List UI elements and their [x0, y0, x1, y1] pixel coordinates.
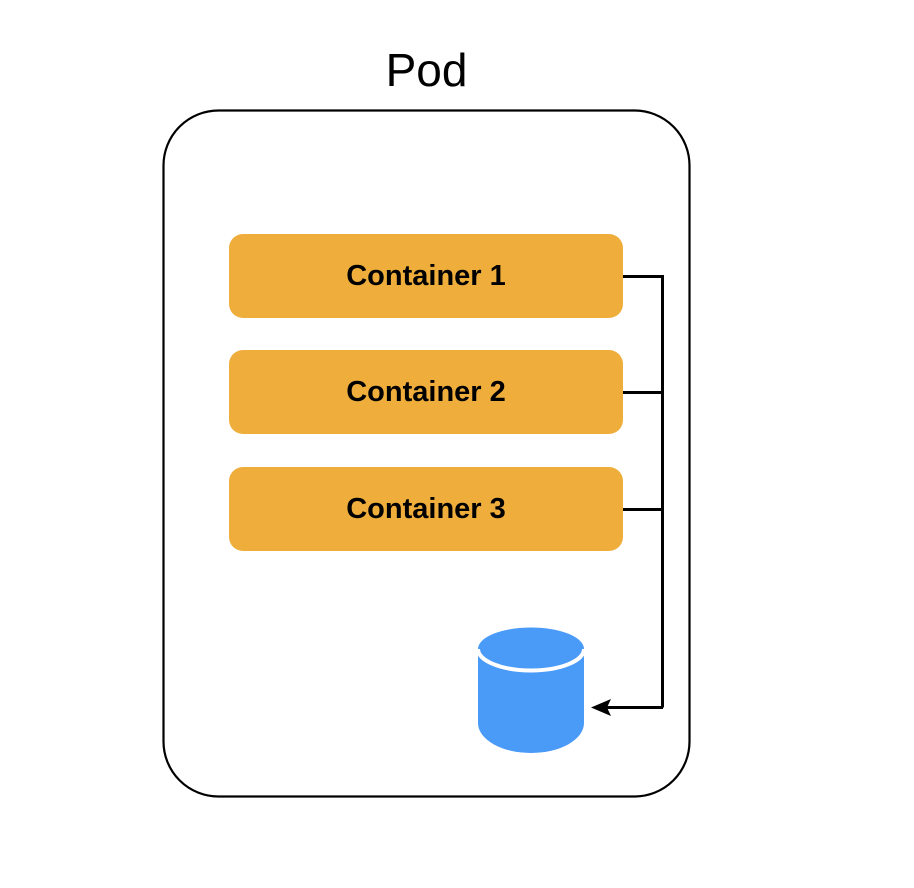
- volume-node[interactable]: [476, 624, 588, 760]
- connector-arrowhead-icon: [591, 699, 611, 716]
- container-label-2: Container 2: [346, 375, 506, 408]
- container-label-3: Container 3: [346, 492, 506, 525]
- container-box-2[interactable]: Container 2: [229, 350, 623, 434]
- container-box-3[interactable]: Container 3: [229, 467, 623, 551]
- pod-boundary[interactable]: [162, 109, 691, 798]
- page-title: Pod: [385, 44, 468, 96]
- container-label-1: Container 1: [346, 259, 506, 292]
- database-cylinder-icon: [476, 627, 586, 753]
- container-box-1[interactable]: Container 1: [229, 234, 623, 318]
